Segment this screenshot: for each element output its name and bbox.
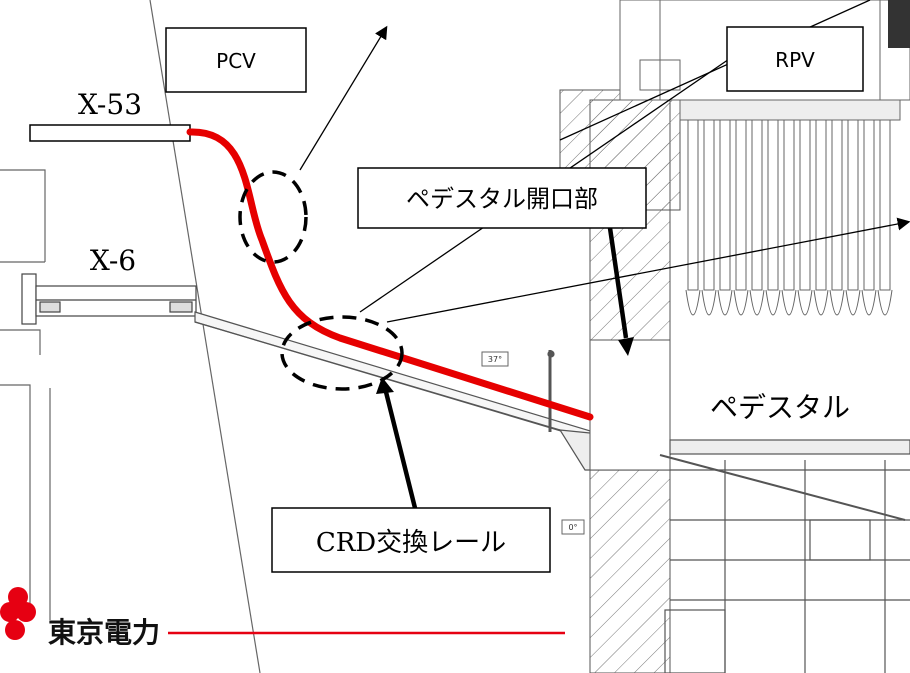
- investigation-route: [186, 128, 594, 421]
- crd-housing-loop: [765, 289, 781, 316]
- crd-housing: [735, 119, 747, 291]
- crd-housing: [783, 119, 795, 291]
- crd-housing-loop: [845, 289, 861, 316]
- pedestal-label: ペデスタル: [710, 391, 850, 424]
- rpv-label-box: RPV: [726, 26, 864, 92]
- callout-arrows: [376, 227, 634, 509]
- svg-text:37°: 37°: [488, 355, 502, 364]
- crd-housing: [751, 119, 763, 291]
- crd-housing-loop: [733, 289, 749, 316]
- pcv-label-box: PCV: [165, 27, 307, 93]
- crd-housing: [703, 119, 715, 291]
- crd-housing: [863, 119, 875, 291]
- crd-housing: [879, 119, 891, 291]
- crd-housing: [831, 119, 843, 291]
- crd-housing: [799, 119, 811, 291]
- pedestal-opening-label-box: ペデスタル開口部: [357, 167, 647, 229]
- tag-37: 37°: [481, 351, 509, 367]
- crd-housing: [847, 119, 859, 291]
- pedestal-platform: [659, 439, 910, 673]
- svg-text:PCV: PCV: [216, 49, 256, 73]
- crd-housing: [719, 119, 731, 291]
- crd-housing: [767, 119, 779, 291]
- x53-penetration: [29, 124, 191, 142]
- x6-label: X-6: [90, 244, 136, 277]
- tepco-logo: 東京電力: [0, 587, 160, 649]
- crd-housing-loop: [829, 289, 845, 316]
- svg-text:ペデスタル開口部: ペデスタル開口部: [406, 185, 598, 213]
- crd-housing-loop: [781, 289, 797, 316]
- crd-housing-loop: [685, 289, 701, 316]
- focus-circle-lower: [280, 315, 404, 391]
- svg-text:0°: 0°: [568, 523, 577, 532]
- crd-rail-label-box: CRD交換レール: [271, 507, 551, 573]
- crd-housing-loop: [861, 289, 877, 316]
- crd-housing-loop: [813, 289, 829, 316]
- crd-housing-loop: [749, 289, 765, 316]
- crd-housing: [687, 119, 699, 291]
- crd-housing-loop: [797, 289, 813, 316]
- x6-penetration: [21, 273, 197, 325]
- crd-housing-loop: [701, 289, 717, 316]
- crd-housing-loop: [717, 289, 733, 316]
- tag-0: 0°: [561, 519, 585, 535]
- svg-text:RPV: RPV: [775, 48, 815, 72]
- x53-label: X-53: [78, 88, 142, 121]
- logo-mark-icon: [0, 587, 36, 640]
- crd-housing-loop: [877, 289, 893, 316]
- svg-text:東京電力: 東京電力: [48, 616, 160, 649]
- focus-circle-upper: [238, 170, 308, 264]
- crd-housing: [815, 119, 827, 291]
- svg-text:CRD交換レール: CRD交換レール: [316, 528, 506, 558]
